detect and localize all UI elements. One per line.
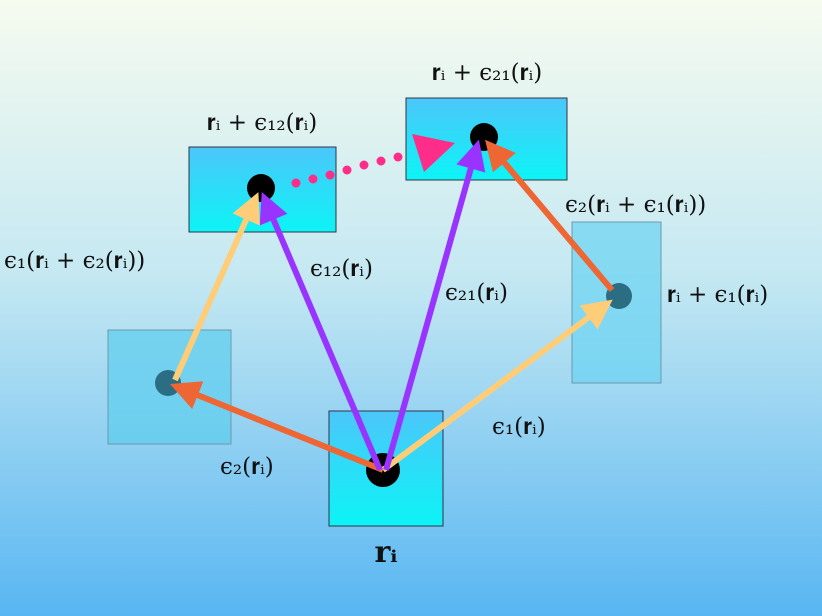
eps2-after-eps1-arrow: [485, 139, 615, 292]
eps12-arrow: [259, 192, 383, 472]
label-eps1: ϵ₁(𝐫ᵢ): [492, 414, 546, 440]
label-top-right-box: 𝐫ᵢ + ϵ₂₁(𝐫ᵢ): [432, 60, 542, 86]
eps1-after-eps2-arrow: [172, 192, 260, 382]
label-right-box: 𝐫ᵢ + ϵ₁(𝐫ᵢ): [667, 282, 768, 308]
label-right-path: ϵ₂(𝐫ᵢ + ϵ₁(𝐫ᵢ)): [565, 192, 706, 218]
label-left-path: ϵ₁(𝐫ᵢ + ϵ₂(𝐫ᵢ)): [4, 248, 145, 274]
eps2-arrow: [169, 381, 385, 473]
label-eps12: ϵ₁₂(𝐫ᵢ): [310, 256, 373, 282]
label-eps2: ϵ₂(𝐫ᵢ): [220, 454, 274, 480]
label-eps21: ϵ₂₁(𝐫ᵢ): [445, 280, 508, 306]
eps21-arrow: [383, 139, 486, 471]
eps1-arrow: [381, 299, 613, 473]
top-left-point: [247, 174, 275, 202]
label-top-left-box: 𝐫ᵢ + ϵ₁₂(𝐫ᵢ): [207, 110, 317, 136]
label-origin: 𝐫ᵢ: [375, 535, 398, 570]
difference-dotted-arrow: [291, 134, 455, 188]
